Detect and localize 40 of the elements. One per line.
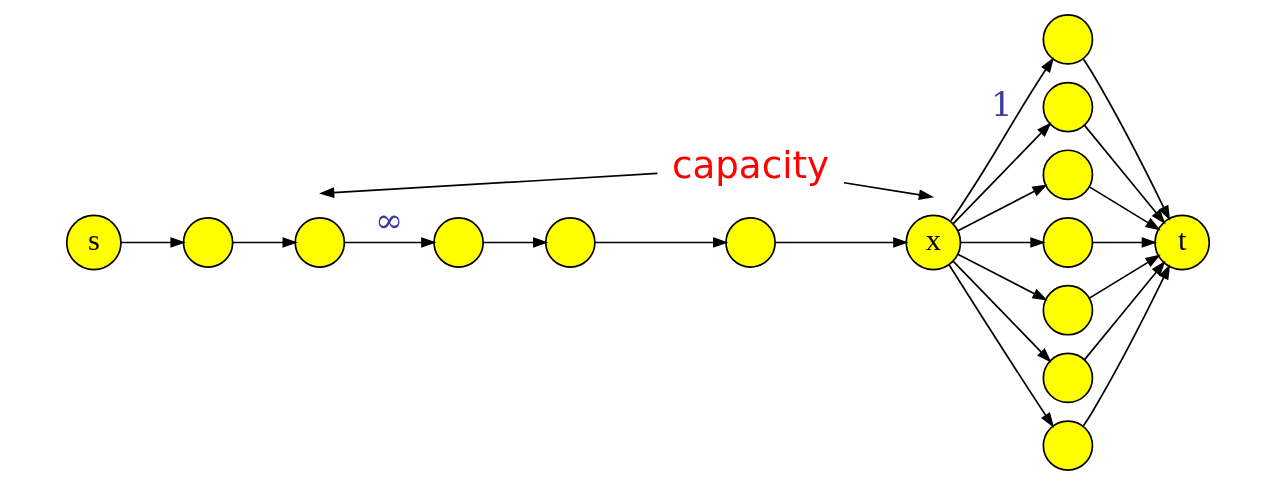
- arrow: [1083, 260, 1166, 361]
- arrow: [843, 181, 935, 201]
- node-circle: x: [905, 214, 962, 271]
- arrow: [343, 237, 437, 248]
- node-circle: [1042, 352, 1094, 404]
- node-circle: [1042, 420, 1094, 471]
- node-circle: [1042, 217, 1094, 268]
- node-circle: [1042, 81, 1094, 133]
- arrow: [1082, 264, 1171, 427]
- arrow: [957, 253, 1048, 301]
- edge-label: 1: [991, 84, 1013, 124]
- arrow: [1082, 58, 1171, 221]
- node-circle: [182, 217, 234, 268]
- arrow: [231, 237, 298, 248]
- arrow: [1088, 186, 1161, 231]
- node-circle: [1042, 14, 1094, 65]
- arrow: [594, 237, 729, 248]
- arrow: [1091, 237, 1157, 248]
- arrow: [120, 237, 186, 248]
- arrow: [482, 237, 549, 248]
- arrow: [1083, 124, 1166, 225]
- node-text: capacity: [671, 142, 830, 187]
- node-circle: t: [1154, 214, 1211, 271]
- node-circle: [544, 217, 596, 268]
- arrow: [948, 264, 1055, 428]
- arrow: [957, 184, 1048, 232]
- node-circle: [433, 217, 484, 268]
- node-circle: [1042, 149, 1094, 201]
- arrow: [774, 237, 909, 248]
- node-circle: [1042, 284, 1094, 336]
- node-circle: s: [65, 214, 122, 271]
- edge-label: ∞: [375, 201, 404, 241]
- node-circle: [725, 217, 776, 268]
- arrow: [319, 172, 659, 198]
- arrow: [1088, 254, 1161, 299]
- arrow: [952, 122, 1052, 225]
- arrow: [952, 260, 1052, 363]
- node-circle: [294, 217, 346, 268]
- arrow: [960, 237, 1046, 248]
- arrow: [950, 57, 1054, 222]
